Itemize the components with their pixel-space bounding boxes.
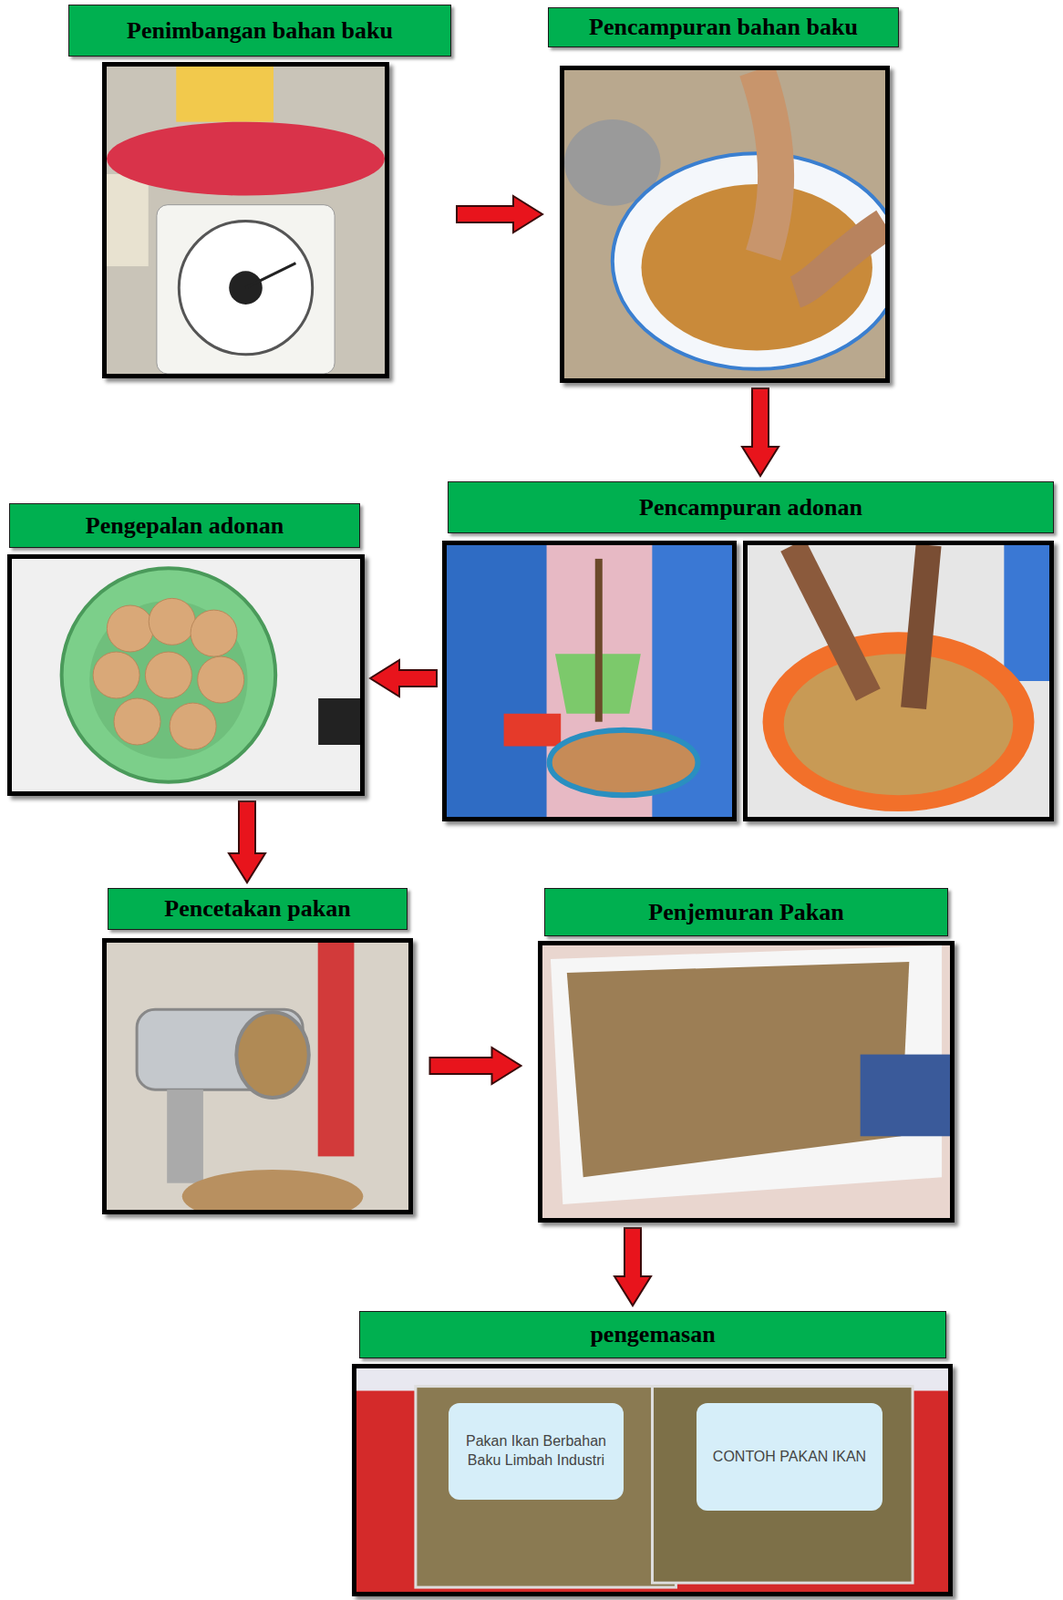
process-step: Penimbangan bahan baku <box>68 4 452 379</box>
block-arrow <box>742 388 779 476</box>
step-header: pengemasan <box>359 1310 947 1359</box>
photo-illustration <box>356 1368 949 1592</box>
process-step: Pengepalan adonan <box>7 503 365 796</box>
step-title: Pencampuran bahan baku <box>588 13 858 42</box>
step-header: Pengepalan adonan <box>9 503 361 548</box>
step-title: Pencampuran adonan <box>639 494 863 522</box>
step-photo <box>743 540 1054 822</box>
photo-illustration <box>106 942 409 1210</box>
block-arrow <box>370 660 437 697</box>
step-photo <box>102 938 413 1215</box>
step-header: Pencetakan pakan <box>107 887 408 930</box>
block-arrow <box>430 1047 522 1084</box>
step-photo <box>7 554 365 796</box>
step-photo <box>442 540 737 822</box>
step-photo <box>102 61 390 379</box>
step-header: Pencampuran bahan baku <box>547 7 899 48</box>
photo-illustration <box>106 66 385 374</box>
step-title: Penimbangan bahan baku <box>126 17 393 45</box>
step-photo <box>537 940 955 1223</box>
step-title: Penjemuran Pakan <box>648 898 845 927</box>
photo-illustration <box>564 70 886 379</box>
photo-illustration <box>446 545 733 817</box>
photo-illustration <box>747 545 1050 817</box>
block-arrow <box>614 1228 651 1306</box>
photo-illustration <box>542 945 950 1218</box>
process-step: Pencampuran adonan <box>442 481 1054 822</box>
block-arrow <box>456 196 543 233</box>
process-step: Pencetakan pakan <box>102 887 413 1215</box>
photo-illustration <box>11 558 361 792</box>
step-header: Pencampuran adonan <box>447 481 1054 534</box>
step-title: Pencetakan pakan <box>164 895 351 923</box>
step-photo <box>351 1363 953 1597</box>
step-photo <box>559 65 890 383</box>
block-arrow <box>228 801 266 883</box>
step-title: pengemasan <box>589 1321 715 1349</box>
process-step: Pencampuran bahan baku <box>547 7 899 383</box>
step-header: Penimbangan bahan baku <box>68 4 452 57</box>
step-header: Penjemuran Pakan <box>544 887 949 937</box>
process-step: Penjemuran Pakan <box>537 887 955 1223</box>
process-step: pengemasan <box>351 1310 953 1597</box>
step-title: Pengepalan adonan <box>85 512 284 540</box>
